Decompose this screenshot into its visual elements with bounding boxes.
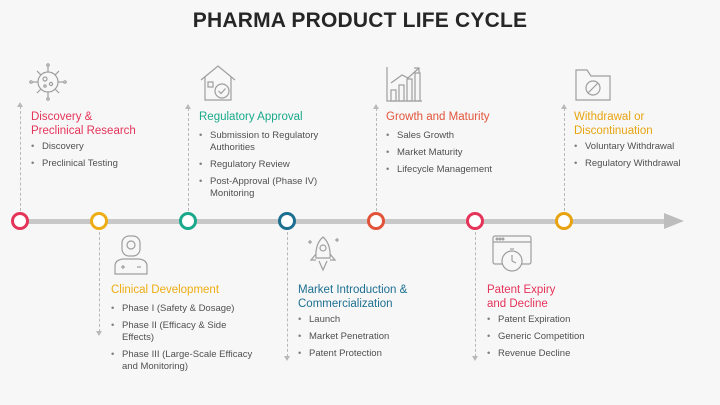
stage-title-patent: Patent Expiry and Decline — [487, 284, 556, 310]
connector-withdrawal — [561, 104, 567, 211]
stage-title-market: Market Introduction & Commercialization — [298, 284, 408, 310]
stage-items-withdrawal: Voluntary Withdrawal Regulatory Withdraw… — [574, 141, 714, 175]
approved-building-icon — [197, 62, 239, 104]
list-item: Patent Protection — [298, 348, 438, 360]
timer-window-icon — [490, 234, 534, 276]
stage-items-growth: Sales Growth Market Maturity Lifecycle M… — [386, 130, 526, 181]
timeline-arrowhead — [664, 213, 684, 229]
node-clinical — [90, 212, 108, 230]
stage-items-market: Launch Market Penetration Patent Protect… — [298, 314, 438, 365]
page-title: PHARMA PRODUCT LIFE CYCLE — [192, 9, 528, 32]
connector-market — [284, 232, 290, 361]
node-patent — [466, 212, 484, 230]
connector-discovery — [17, 102, 23, 211]
blocked-folder-icon — [573, 65, 613, 103]
node-growth — [367, 212, 385, 230]
timeline-axis — [18, 219, 668, 224]
stage-title-regulatory: Regulatory Approval — [199, 111, 303, 123]
stage-title-discovery: Discovery & Preclinical Research — [31, 111, 136, 137]
node-discovery — [11, 212, 29, 230]
stage-title-clinical: Clinical Development — [111, 284, 220, 296]
stage-title-withdrawal: Withdrawal or Discontinuation — [574, 111, 653, 137]
doctor-icon — [111, 234, 151, 276]
list-item: Market Maturity — [386, 147, 526, 159]
stage-items-patent: Patent Expiration Generic Competition Re… — [487, 314, 617, 365]
list-item: Post-Approval (Phase IV) Monitoring — [199, 176, 327, 200]
rocket-icon — [302, 234, 344, 276]
list-item: Submission to Regulatory Authorities — [199, 130, 327, 154]
list-item: Phase III (Large-Scale Efficacy and Moni… — [111, 349, 259, 373]
list-item: Voluntary Withdrawal — [574, 141, 714, 153]
list-item: Regulatory Withdrawal — [574, 158, 714, 170]
list-item: Preclinical Testing — [31, 158, 151, 170]
stage-items-discovery: Discovery Preclinical Testing — [31, 141, 151, 175]
growth-chart-icon — [384, 64, 424, 104]
list-item: Sales Growth — [386, 130, 526, 142]
list-item: Generic Competition — [487, 331, 617, 343]
list-item: Phase I (Safety & Dosage) — [111, 303, 259, 315]
list-item: Discovery — [31, 141, 151, 153]
connector-growth — [373, 104, 379, 211]
list-item: Regulatory Review — [199, 159, 327, 171]
list-item: Lifecycle Management — [386, 164, 526, 176]
node-regulatory — [179, 212, 197, 230]
node-market — [278, 212, 296, 230]
list-item: Market Penetration — [298, 331, 438, 343]
connector-regulatory — [185, 104, 191, 211]
list-item: Patent Expiration — [487, 314, 617, 326]
list-item: Phase II (Efficacy & Side Effects) — [111, 320, 259, 344]
connector-patent — [472, 232, 478, 361]
list-item: Revenue Decline — [487, 348, 617, 360]
connector-clinical — [96, 232, 102, 336]
list-item: Launch — [298, 314, 438, 326]
virus-icon — [28, 62, 68, 102]
stage-items-clinical: Phase I (Safety & Dosage) Phase II (Effi… — [111, 303, 259, 378]
stage-title-growth: Growth and Maturity — [386, 111, 490, 123]
node-withdrawal — [555, 212, 573, 230]
stage-items-regulatory: Submission to Regulatory Authorities Reg… — [199, 130, 327, 205]
